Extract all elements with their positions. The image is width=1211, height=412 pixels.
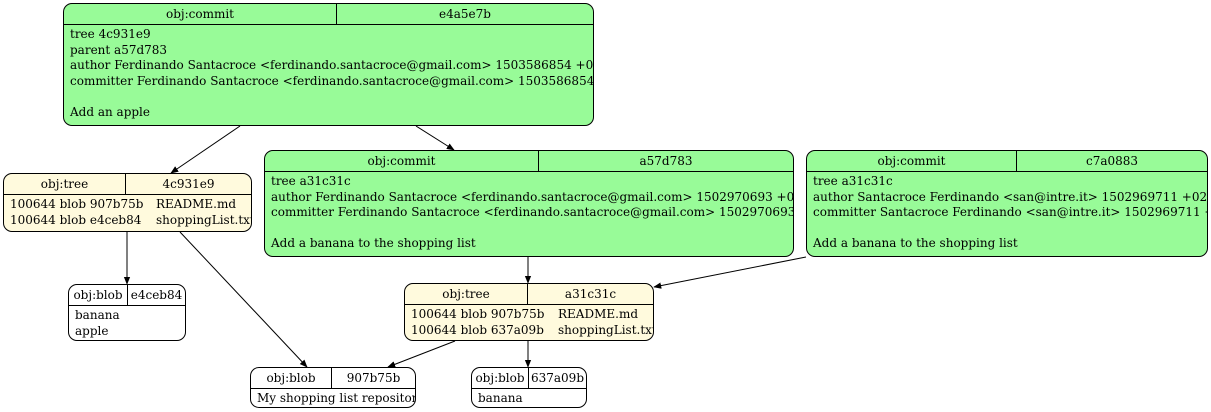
blob-node-637a09b[interactable]: obj:blob 637a09b banana: [471, 367, 587, 408]
tree-entry: 100644 blob e4ceb84 shoppingList.txt: [10, 212, 251, 229]
commit-tree-line: tree 4c931e9: [70, 27, 151, 41]
commit-node-c7a0883[interactable]: obj:commit c7a0883 tree a31c31c author S…: [806, 150, 1208, 257]
edge-4c931e9-to-907b75b: [179, 231, 308, 368]
commit-committer-line: committer Ferdinando Santacroce <ferdina…: [271, 205, 794, 219]
edge-a31c31c-to-907b75b: [387, 340, 456, 368]
commit-author-line: author Ferdinando Santacroce <ferdinando…: [70, 58, 594, 72]
tree-entry-name: README.md: [558, 307, 639, 321]
commit-author-line: author Santacroce Ferdinando <san@intre.…: [813, 189, 1208, 204]
tree-entry-blob: 100644 blob 907b75b: [411, 307, 545, 321]
blob-content-line: banana: [478, 391, 523, 405]
edge-c7a0883-to-a31c31c: [653, 256, 807, 289]
commit-message: Add a banana to the shopping list: [813, 236, 1018, 250]
commit-message: Add an apple: [70, 104, 150, 119]
blob-hash: 907b75b: [346, 371, 401, 385]
blob-content-line: banana: [75, 308, 120, 322]
blob-type-label: obj:blob: [251, 368, 332, 388]
commit-hash: e4a5e7b: [439, 7, 491, 21]
tree-type-label: obj:tree: [405, 284, 528, 304]
tree-entry-blob: 100644 blob 637a09b: [411, 322, 544, 337]
commit-committer-line: committer Ferdinando Santacroce <ferdina…: [70, 73, 594, 88]
blob-node-907b75b[interactable]: obj:blob 907b75b My shopping list reposi…: [250, 367, 416, 408]
commit-hash: c7a0883: [1085, 154, 1139, 168]
edge-e4a5e7b-to-4c931e9: [170, 125, 241, 174]
commit-node-a57d783[interactable]: obj:commit a57d783 tree a31c31c author F…: [264, 150, 794, 257]
blob-content-line: apple: [75, 323, 109, 338]
commit-tree-line: tree a31c31c: [271, 174, 351, 188]
blob-node-e4ceb84[interactable]: obj:blob e4ceb84 banana apple: [68, 284, 186, 341]
edge-e4a5e7b-to-a57d783: [415, 125, 455, 151]
commit-author-line: author Ferdinando Santacroce <ferdinando…: [271, 189, 794, 204]
commit-type-label: obj:commit: [807, 151, 1017, 171]
tree-entry: 100644 blob 907b75b README.md: [411, 307, 648, 323]
tree-entry-name: shoppingList.txt: [558, 322, 654, 337]
blob-type-label: obj:blob: [472, 368, 529, 388]
commit-node-e4a5e7b[interactable]: obj:commit e4a5e7b tree 4c931e9 parent a…: [63, 3, 594, 126]
blob-content-line: My shopping list repository: [257, 391, 416, 405]
commit-message: Add a banana to the shopping list: [271, 236, 476, 250]
tree-entry: 100644 blob 637a09b shoppingList.txt: [411, 322, 653, 339]
blob-type-label: obj:blob: [69, 285, 128, 305]
tree-hash: a31c31c: [564, 287, 617, 301]
tree-entry-blob: 100644 blob 907b75b: [10, 197, 144, 211]
commit-parent-line: parent a57d783: [70, 42, 168, 57]
tree-hash: 4c931e9: [162, 177, 215, 191]
blob-hash: e4ceb84: [130, 288, 183, 302]
tree-entry-name: README.md: [156, 197, 237, 211]
commit-type-label: obj:commit: [64, 4, 337, 24]
blob-hash: 637a09b: [530, 371, 584, 385]
tree-type-label: obj:tree: [4, 174, 126, 194]
tree-node-4c931e9[interactable]: obj:tree 4c931e9 100644 blob 907b75b REA…: [3, 173, 252, 232]
commit-tree-line: tree a31c31c: [813, 174, 893, 188]
tree-entry-name: shoppingList.txt: [156, 212, 252, 227]
tree-node-a31c31c[interactable]: obj:tree a31c31c 100644 blob 907b75b REA…: [404, 283, 654, 341]
commit-type-label: obj:commit: [265, 151, 539, 171]
commit-hash: a57d783: [639, 154, 693, 168]
commit-committer-line: committer Santacroce Ferdinando <san@int…: [813, 205, 1208, 219]
tree-entry-blob: 100644 blob e4ceb84: [10, 212, 142, 227]
tree-entry: 100644 blob 907b75b README.md: [10, 197, 246, 213]
